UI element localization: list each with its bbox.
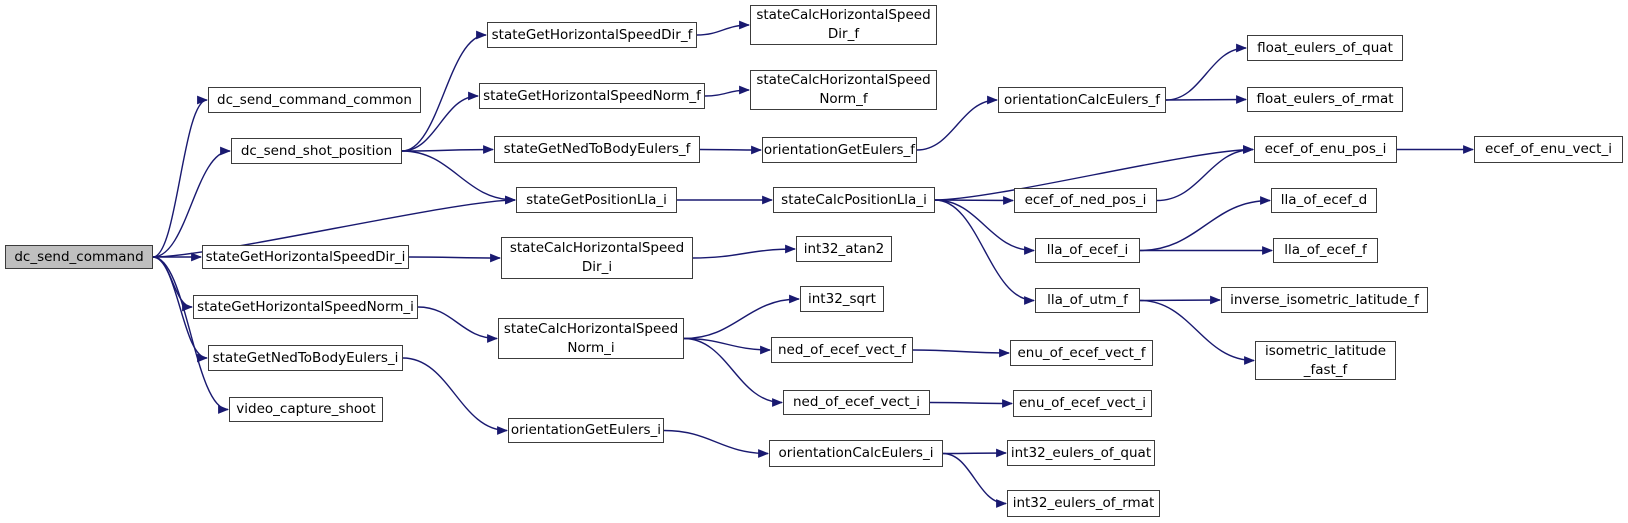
edge-orientationGetEulers_f--orientationCalcEulers_f [916,95,999,151]
edge-dc_send_command--stateGetNedToBodyEulers_i [152,256,209,363]
edge-dc_send_command--dc_send_shot_position [152,146,232,258]
edge-orientationGetEulers_i--orientationCalcEulers_i [663,429,770,458]
node-stateCalcHorizontalSpeedDir_i[interactable]: stateCalcHorizontalSpeed Dir_i [501,237,693,279]
node-int32_eulers_of_rmat[interactable]: int32_eulers_of_rmat [1007,490,1160,517]
edge-stateCalcPositionLla_i--ecef_of_ned_pos_i [934,196,1015,205]
node-ned_of_ecef_vect_i[interactable]: ned_of_ecef_vect_i [783,390,930,415]
edge-lla_of_utm_f--inverse_isometric_latitude_f [1139,295,1222,305]
edge-ecef_of_ned_pos_i--ecef_of_enu_pos_i [1156,145,1255,202]
edge-stateCalcHorizontalSpeedNorm_i--int32_sqrt [683,294,801,340]
node-isometric_latitude_fast_f[interactable]: isometric_latitude _fast_f [1255,341,1396,380]
node-stateGetHorizontalSpeedDir_i[interactable]: stateGetHorizontalSpeedDir_i [202,245,409,269]
edge-dc_send_command--dc_send_command_common [152,95,209,258]
edge-stateGetNedToBodyEulers_f--orientationGetEulers_f [699,145,763,155]
edge-stateGetHorizontalSpeedDir_i--stateCalcHorizontalSpeedDir_i [408,253,502,263]
node-float_eulers_of_rmat[interactable]: float_eulers_of_rmat [1247,87,1403,112]
node-lla_of_ecef_d[interactable]: lla_of_ecef_d [1271,188,1377,213]
node-dc_send_command_common[interactable]: dc_send_command_common [208,87,421,113]
edge-orientationCalcEulers_f--float_eulers_of_rmat [1165,95,1248,104]
node-orientationGetEulers_i[interactable]: orientationGetEulers_i [508,418,664,443]
edge-stateCalcPositionLla_i--lla_of_utm_f [934,199,1036,305]
edge-lla_of_ecef_i--lla_of_ecef_d [1139,196,1272,252]
node-ecef_of_enu_vect_i[interactable]: ecef_of_enu_vect_i [1474,136,1623,163]
node-dc_send_command[interactable]: dc_send_command [5,245,153,269]
edge-dc_send_shot_position--stateGetNedToBodyEulers_f [401,145,495,154]
node-stateCalcHorizontalSpeedDir_f[interactable]: stateCalcHorizontalSpeed Dir_f [750,5,937,45]
node-orientationCalcEulers_i[interactable]: orientationCalcEulers_i [769,440,943,467]
node-lla_of_utm_f[interactable]: lla_of_utm_f [1035,288,1140,313]
edge-dc_send_shot_position--stateGetHorizontalSpeedDir_f [401,30,488,152]
edge-stateGetHorizontalSpeedDir_f--stateCalcHorizontalSpeedDir_f [696,20,751,36]
node-stateGetHorizontalSpeedNorm_f[interactable]: stateGetHorizontalSpeedNorm_f [479,83,705,109]
node-enu_of_ecef_vect_f[interactable]: enu_of_ecef_vect_f [1010,340,1153,366]
node-int32_eulers_of_quat[interactable]: int32_eulers_of_quat [1007,440,1155,466]
edge-stateGetNedToBodyEulers_i--orientationGetEulers_i [402,357,509,435]
node-stateCalcHorizontalSpeedNorm_i[interactable]: stateCalcHorizontalSpeed Norm_i [498,318,684,359]
edge-orientationCalcEulers_f--float_eulers_of_quat [1165,43,1248,101]
edge-dc_send_shot_position--stateGetPositionLla_i [401,150,517,205]
node-stateGetNedToBodyEulers_i[interactable]: stateGetNedToBodyEulers_i [208,345,403,371]
node-stateGetPositionLla_i[interactable]: stateGetPositionLla_i [516,187,677,213]
node-video_capture_shoot[interactable]: video_capture_shoot [229,397,383,422]
node-orientationGetEulers_f[interactable]: orientationGetEulers_f [762,137,917,163]
node-lla_of_ecef_i[interactable]: lla_of_ecef_i [1035,238,1140,263]
node-ecef_of_ned_pos_i[interactable]: ecef_of_ned_pos_i [1014,188,1157,213]
edge-stateGetHorizontalSpeedNorm_f--stateCalcHorizontalSpeedNorm_f [704,85,751,97]
node-int32_atan2[interactable]: int32_atan2 [796,236,892,262]
edge-stateCalcHorizontalSpeedNorm_i--ned_of_ecef_vect_f [683,337,772,355]
node-dc_send_shot_position[interactable]: dc_send_shot_position [231,138,402,164]
node-stateCalcHorizontalSpeedNorm_f[interactable]: stateCalcHorizontalSpeed Norm_f [750,70,937,110]
node-stateCalcPositionLla_i[interactable]: stateCalcPositionLla_i [773,187,935,213]
node-float_eulers_of_quat[interactable]: float_eulers_of_quat [1247,35,1403,61]
node-lla_of_ecef_f[interactable]: lla_of_ecef_f [1273,238,1378,263]
edge-lla_of_utm_f--isometric_latitude_fast_f [1139,299,1256,365]
edge-dc_send_command--stateGetPositionLla_i [152,195,517,258]
node-ned_of_ecef_vect_f[interactable]: ned_of_ecef_vect_f [771,337,913,363]
edge-dc_send_shot_position--stateGetHorizontalSpeedNorm_f [401,91,480,152]
edge-dc_send_command--video_capture_shoot [152,256,230,414]
node-orientationCalcEulers_f[interactable]: orientationCalcEulers_f [998,87,1166,113]
node-stateGetHorizontalSpeedNorm_i[interactable]: stateGetHorizontalSpeedNorm_i [193,295,418,319]
edge-stateCalcHorizontalSpeedDir_i--int32_atan2 [692,244,797,259]
node-ecef_of_enu_pos_i[interactable]: ecef_of_enu_pos_i [1254,136,1397,163]
edge-stateGetHorizontalSpeedNorm_i--stateCalcHorizontalSpeedNorm_i [417,306,499,343]
node-stateGetHorizontalSpeedDir_f[interactable]: stateGetHorizontalSpeedDir_f [487,22,697,48]
node-enu_of_ecef_vect_i[interactable]: enu_of_ecef_vect_i [1013,390,1152,417]
edge-ned_of_ecef_vect_i--enu_of_ecef_vect_i [929,399,1014,408]
edge-ned_of_ecef_vect_f--enu_of_ecef_vect_f [912,348,1011,358]
edge-stateCalcHorizontalSpeedNorm_i--ned_of_ecef_vect_i [683,337,784,407]
node-int32_sqrt[interactable]: int32_sqrt [800,286,884,312]
node-inverse_isometric_latitude_f[interactable]: inverse_isometric_latitude_f [1221,287,1428,313]
edge-stateCalcPositionLla_i--ecef_of_enu_pos_i [934,145,1255,201]
edge-stateCalcPositionLla_i--lla_of_ecef_i [934,199,1036,255]
edge-orientationCalcEulers_i--int32_eulers_of_rmat [942,452,1008,508]
edge-orientationCalcEulers_i--int32_eulers_of_quat [942,448,1008,458]
node-stateGetNedToBodyEulers_f[interactable]: stateGetNedToBodyEulers_f [494,136,700,163]
